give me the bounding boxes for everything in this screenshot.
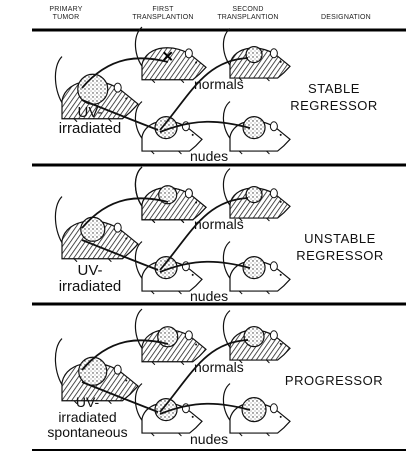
second-transplant-normal-mouse-icon bbox=[223, 29, 290, 81]
tumor-mass bbox=[81, 217, 105, 241]
second-transplant-nude-mouse-icon bbox=[223, 242, 290, 294]
panel-3-nudes-label: nudes bbox=[190, 432, 228, 447]
tumor-mass bbox=[79, 357, 107, 385]
panel-1-designation: STABLE REGRESSOR bbox=[284, 80, 384, 114]
panel-2-designation: UNSTABLE REGRESSOR bbox=[286, 230, 394, 264]
panel-3-normals-label: normals bbox=[194, 360, 244, 375]
tumor-mass bbox=[246, 47, 262, 63]
first-transplant-normal-mouse-tumor-icon bbox=[135, 167, 206, 223]
second-transplant-normal-mouse-icon bbox=[223, 169, 290, 221]
panels-group bbox=[55, 27, 290, 436]
first-transplant-normal-mouse-icon bbox=[135, 309, 206, 365]
tumor-mass bbox=[246, 187, 262, 203]
first-transplant-nude-mouse-icon bbox=[135, 102, 202, 154]
panel-2-normals-label: normals bbox=[194, 217, 244, 232]
header-primary-tumor: PRIMARY TUMOR bbox=[36, 6, 96, 22]
panel-1-normals-label: normals bbox=[194, 77, 244, 92]
header-designation: DESIGNATION bbox=[306, 14, 386, 22]
panel-2-source-label: UV- irradiated bbox=[50, 263, 130, 295]
first-transplant-normal-mouse-icon bbox=[135, 27, 206, 83]
second-transplant-nude-mouse-icon bbox=[223, 102, 290, 154]
second-transplant-normal-mouse-icon bbox=[223, 311, 290, 363]
panel-1-source-label: UV- irradiated bbox=[50, 105, 130, 137]
panel-3-source-label: UV- irradiated spontaneous bbox=[40, 395, 135, 440]
panel-2-nudes-label: nudes bbox=[190, 289, 228, 304]
primary-tumor-mouse-icon bbox=[55, 197, 138, 262]
header-first-transplantion: FIRST TRANSPLANTION bbox=[118, 6, 208, 22]
panel-1-nudes-label: nudes bbox=[190, 149, 228, 164]
header-second-transplantion: SECOND TRANSPLANTION bbox=[198, 6, 298, 22]
panel-3-designation: PROGRESSOR bbox=[284, 372, 384, 389]
second-transplant-nude-mouse-icon bbox=[223, 384, 290, 436]
tumor-mass bbox=[244, 327, 264, 347]
first-transplant-nude-mouse-icon bbox=[135, 242, 202, 294]
first-transplant-nude-mouse-icon bbox=[135, 384, 202, 436]
